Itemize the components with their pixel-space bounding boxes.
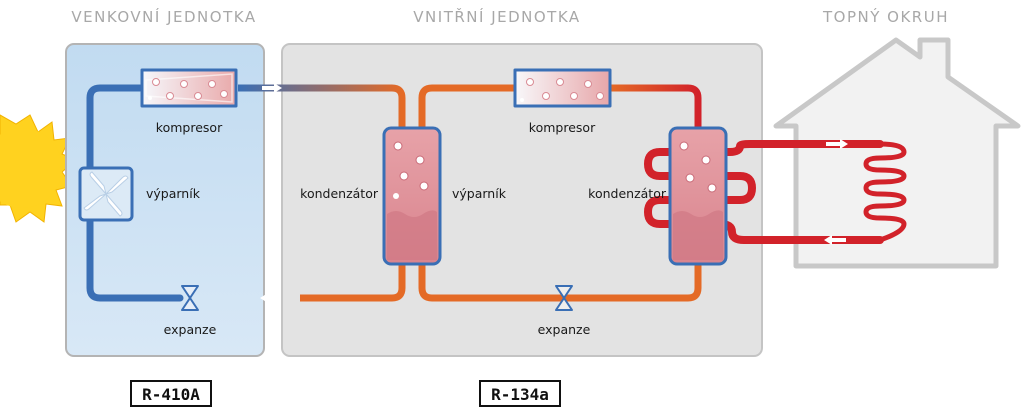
refrigerant-badge-outdoor: R-410A: [130, 380, 212, 407]
outdoor-unit-panel: [65, 43, 265, 357]
lower-transfer-pipe: [300, 262, 406, 302]
section-title-heating: TOPNÝ OKRUH: [822, 7, 949, 26]
label-condenser-1: kondenzátor: [300, 186, 379, 201]
label-evaporator-2: výparník: [452, 186, 507, 201]
refrigerant-badge-indoor: R-134a: [479, 380, 561, 407]
section-title-outdoor: VENKOVNÍ JEDNOTKA: [71, 7, 256, 26]
expansion-valve-2-icon: [555, 285, 573, 311]
flow-arrows: [260, 83, 848, 303]
sun-icon: [0, 114, 77, 223]
heat-exchanger-1-icon: [382, 126, 442, 266]
fan-icon: [78, 166, 134, 222]
refrigerant-outdoor-text: R-410A: [142, 385, 200, 404]
refrigerant-indoor-text: R-134a: [491, 385, 549, 404]
label-compressor-1: kompresor: [156, 120, 223, 135]
label-condenser-2: kondenzátor: [588, 186, 667, 201]
heat-exchanger-2-icon: [668, 126, 728, 266]
expansion-valve-1-icon: [181, 285, 199, 311]
indoor-loop-pipe: [418, 84, 702, 302]
label-expansion-1: expanze: [164, 322, 217, 337]
upper-transfer-pipe: [238, 84, 406, 130]
label-expansion-2: expanze: [538, 322, 591, 337]
label-evaporator-1: výparník: [146, 186, 201, 201]
compressor-2-icon: [513, 68, 612, 108]
label-compressor-2: kompresor: [529, 120, 596, 135]
compressor-1-icon: [140, 68, 238, 108]
section-title-indoor: VNITŘNÍ JEDNOTKA: [413, 7, 580, 26]
